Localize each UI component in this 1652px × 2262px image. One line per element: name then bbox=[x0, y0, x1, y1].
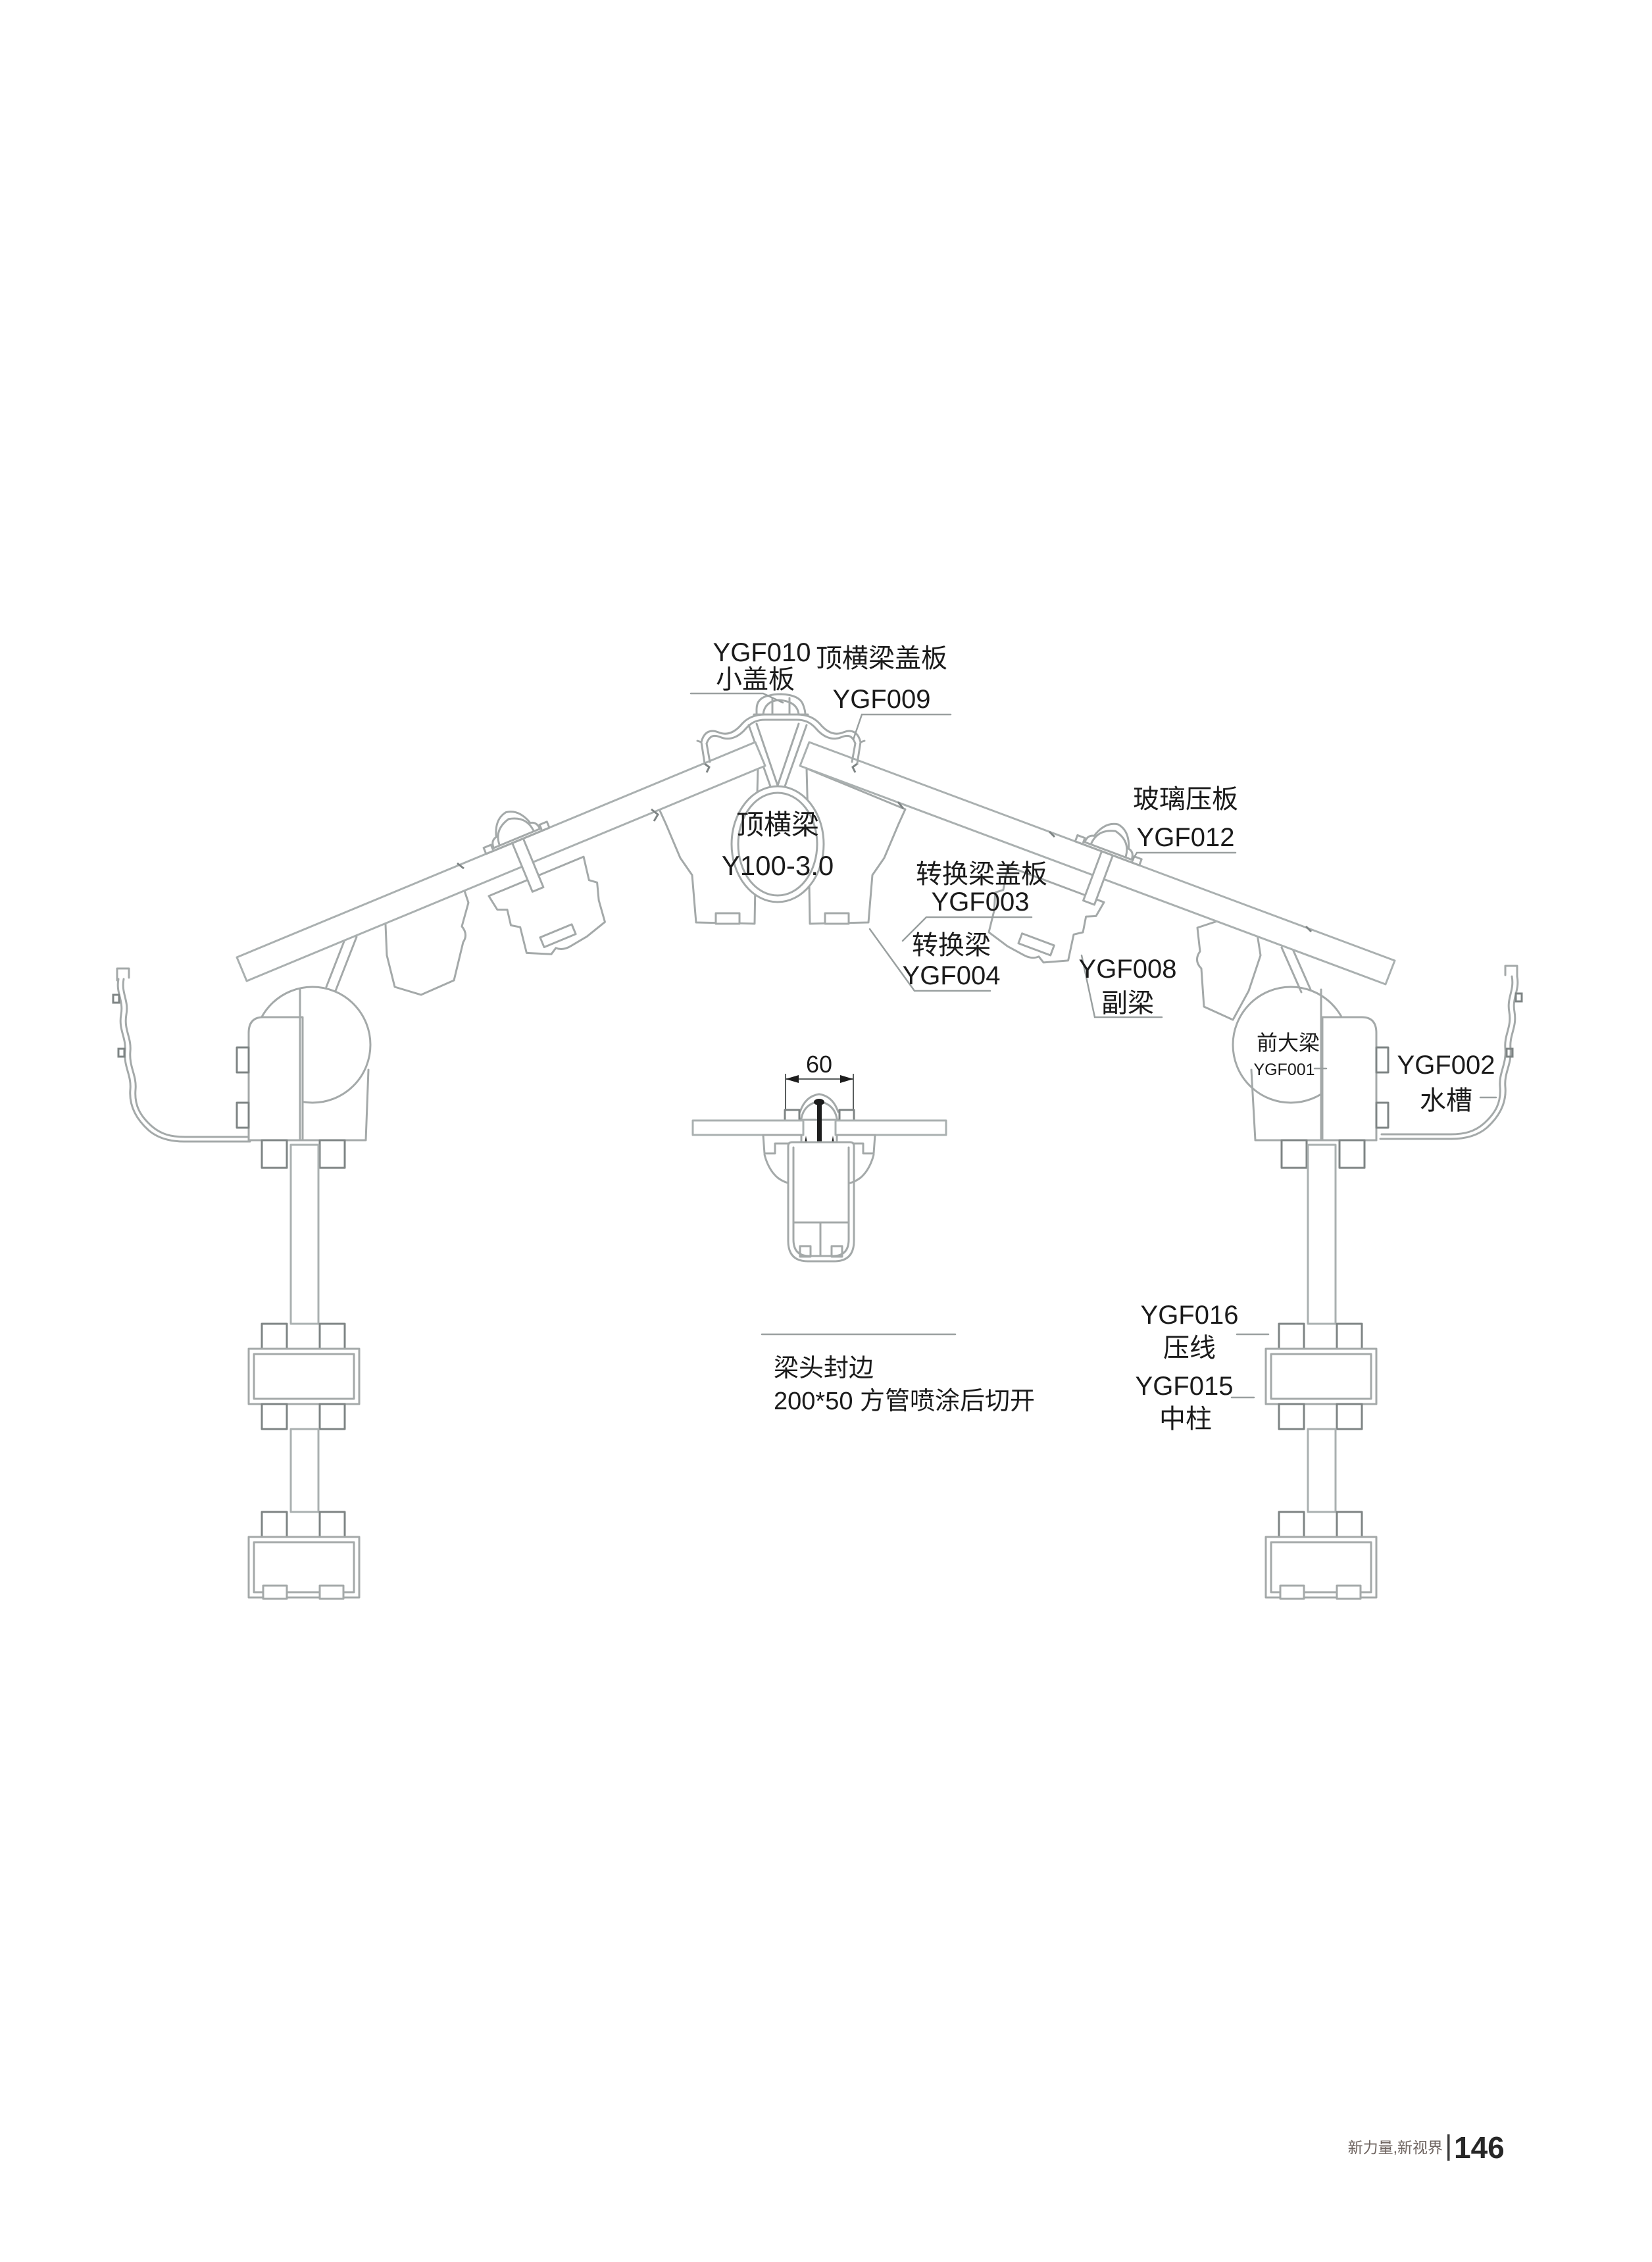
column-right bbox=[1264, 1144, 1378, 1600]
note-beam-head: 梁头封边 200*50 方管喷涂后切开 bbox=[774, 1355, 1035, 1415]
ridge-small-cap bbox=[753, 693, 809, 716]
label-front-beam: 前大梁 YGF001 bbox=[1253, 1031, 1320, 1079]
bead-name: 压线 bbox=[1163, 1334, 1216, 1363]
dimension-60: 60 bbox=[785, 1051, 854, 1111]
transition-beam-name: 转换梁 bbox=[912, 931, 991, 960]
label-gutter: YGF002 水槽 bbox=[1397, 1051, 1495, 1115]
sub-beam-name: 副梁 bbox=[1101, 989, 1154, 1018]
eave-beam-right-front-beam bbox=[1232, 986, 1389, 1169]
label-top-beam-cover: 顶横梁盖板 YGF009 bbox=[816, 644, 947, 714]
page-footer: 新力量,新视界 146 bbox=[1348, 2130, 1505, 2165]
footer-page-number: 146 bbox=[1454, 2130, 1505, 2165]
transition-beam-cover-code: YGF003 bbox=[932, 888, 1030, 917]
water-gutter-right bbox=[1379, 965, 1523, 1140]
mullion-right-upper bbox=[1264, 1322, 1378, 1430]
transition-beam-cover-name: 转换梁盖板 bbox=[916, 860, 1047, 889]
top-beam-cover-code: YGF009 bbox=[833, 685, 931, 714]
ridge-beam-ring bbox=[730, 785, 825, 903]
label-top-beam: 顶横梁 Y100-3.0 bbox=[722, 809, 834, 881]
label-leaders bbox=[689, 692, 1497, 1399]
small-cover-code: YGF010 bbox=[713, 638, 811, 667]
label-transition-beam: 转换梁 YGF004 bbox=[903, 931, 1001, 990]
ridge-under-structure bbox=[658, 722, 907, 925]
top-beam-cover-name: 顶横梁盖板 bbox=[816, 644, 947, 673]
dimension-value: 60 bbox=[806, 1051, 832, 1078]
glass-clamp-right bbox=[1074, 822, 1143, 906]
label-glass-clamp: 玻璃压板 YGF012 bbox=[1133, 785, 1238, 852]
column-left bbox=[247, 1144, 361, 1600]
glass-clamp-name: 玻璃压板 bbox=[1133, 785, 1238, 814]
gutter-code: YGF002 bbox=[1397, 1051, 1495, 1080]
footer-brand: 新力量,新视界 bbox=[1348, 2139, 1443, 2156]
mullion-left-lower bbox=[247, 1511, 361, 1600]
sub-beam-code: YGF008 bbox=[1079, 955, 1177, 984]
rafter-right-sub-beam bbox=[988, 865, 1105, 964]
note-line2: 200*50 方管喷涂后切开 bbox=[774, 1388, 1035, 1415]
bead-code: YGF016 bbox=[1141, 1301, 1239, 1330]
top-beam-name: 顶横梁 bbox=[736, 809, 819, 840]
label-sub-beam: YGF008 副梁 bbox=[1079, 955, 1177, 1018]
footer-divider bbox=[1447, 2134, 1450, 2161]
roof-glass-left bbox=[236, 741, 766, 982]
mullion-left-upper bbox=[247, 1322, 361, 1430]
beam-head-detail: 60 bbox=[691, 1051, 947, 1263]
transition-beam-code: YGF004 bbox=[903, 961, 1001, 990]
glass-clamp-code: YGF012 bbox=[1137, 823, 1235, 852]
label-center-column: YGF015 中柱 bbox=[1136, 1372, 1234, 1434]
mullion-right-lower bbox=[1264, 1511, 1378, 1600]
note-line1: 梁头封边 bbox=[774, 1355, 874, 1382]
label-small-cover: YGF010 小盖板 bbox=[713, 638, 811, 694]
glass-clamp-left bbox=[482, 811, 551, 893]
small-cover-name: 小盖板 bbox=[716, 665, 795, 694]
eave-connector-right bbox=[1196, 908, 1312, 1021]
center-column-name: 中柱 bbox=[1159, 1405, 1212, 1434]
center-column-code: YGF015 bbox=[1136, 1372, 1234, 1401]
label-bead: YGF016 压线 bbox=[1141, 1301, 1239, 1363]
top-beam-code: Y100-3.0 bbox=[722, 850, 834, 881]
eave-beam-left bbox=[236, 986, 372, 1169]
label-transition-beam-cover: 转换梁盖板 YGF003 bbox=[916, 860, 1047, 917]
rafter-left bbox=[488, 855, 606, 955]
gutter-name: 水槽 bbox=[1420, 1086, 1472, 1115]
wall-gutter-left bbox=[112, 967, 251, 1143]
front-beam-name: 前大梁 bbox=[1257, 1031, 1320, 1055]
front-beam-code: YGF001 bbox=[1253, 1061, 1314, 1079]
